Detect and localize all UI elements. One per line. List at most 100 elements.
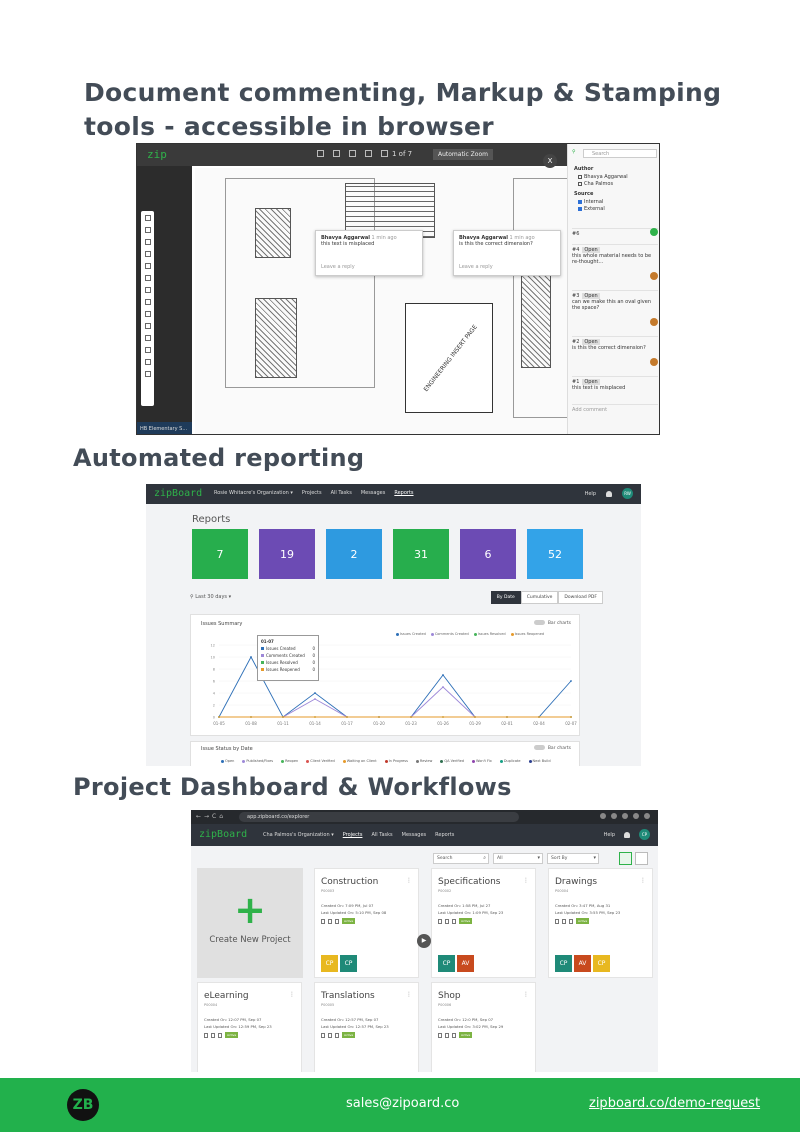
file-tab[interactable]: HB Elementary S...: [137, 422, 192, 434]
camera-icon[interactable]: [144, 323, 151, 329]
pencil-tool-icon[interactable]: [144, 251, 151, 257]
search-icon[interactable]: [349, 150, 356, 157]
bell-icon[interactable]: [606, 490, 612, 497]
legend-item[interactable]: Issues Reopened: [510, 632, 544, 636]
help-link[interactable]: Help: [603, 831, 615, 838]
more-options-icon[interactable]: ⋮: [523, 877, 529, 884]
bar-charts-toggle[interactable]: Bar charts: [533, 745, 571, 751]
nav-link[interactable]: Cha Palmos's Organization ▾: [263, 832, 334, 838]
grid-view-icon[interactable]: [619, 852, 632, 865]
text-tool-icon[interactable]: [144, 275, 151, 281]
nav-link[interactable]: All Tasks: [330, 490, 352, 496]
highlight-tool-icon[interactable]: [144, 299, 151, 305]
nav-link[interactable]: Rosie Whitacre's Organization ▾: [214, 490, 293, 496]
avatar[interactable]: CP: [321, 955, 338, 972]
avatar[interactable]: AV: [457, 955, 474, 972]
comment-popup[interactable]: Bhavya Aggarwal 1 min ago is this the co…: [453, 230, 561, 276]
comment-popup[interactable]: Bhavya Aggarwal 1 min ago this text is m…: [315, 230, 423, 276]
play-icon[interactable]: ▶: [417, 934, 431, 948]
panel-search-input[interactable]: Search: [583, 149, 657, 158]
extension-icon[interactable]: [644, 813, 650, 819]
stat-card[interactable]: 2: [326, 529, 382, 579]
more-options-icon[interactable]: ⋮: [406, 991, 412, 998]
more-options-icon[interactable]: ⋮: [640, 877, 646, 884]
avatar[interactable]: CP: [340, 955, 357, 972]
bar-charts-toggle[interactable]: Bar charts: [533, 620, 571, 626]
hide-icon[interactable]: [144, 311, 151, 317]
date-range-select[interactable]: ⚲ Last 30 days ▾: [190, 594, 232, 600]
comment-list-item[interactable]: #6: [572, 228, 658, 237]
demo-request-link[interactable]: zipboard.co/demo-request: [589, 1096, 761, 1111]
print-icon[interactable]: [333, 150, 340, 157]
project-filter-select[interactable]: All: [493, 853, 543, 864]
nav-link[interactable]: Messages: [401, 832, 427, 838]
select-tool-icon[interactable]: [144, 215, 151, 221]
extension-icon[interactable]: [600, 813, 606, 819]
nav-link[interactable]: All Tasks: [371, 832, 393, 838]
view-mode-button[interactable]: Download PDF: [558, 591, 603, 604]
avatar[interactable]: CP: [593, 955, 610, 972]
legend-item[interactable]: Review: [415, 759, 432, 763]
help-link[interactable]: Help: [584, 490, 596, 497]
engineering-stamp[interactable]: ENGINEERING INSERT PAGE: [405, 303, 493, 413]
legend-item[interactable]: Issues Resolved: [473, 632, 506, 636]
source-option[interactable]: Internal: [578, 199, 603, 205]
settings-icon[interactable]: [144, 359, 151, 365]
filter-icon[interactable]: ⚲: [572, 149, 576, 155]
more-options-icon[interactable]: ⋮: [289, 991, 295, 998]
stat-card[interactable]: 6: [460, 529, 516, 579]
author-option[interactable]: Bhavya Aggarwal: [578, 174, 628, 180]
avatar[interactable]: CP: [555, 955, 572, 972]
bell-icon[interactable]: [624, 831, 630, 838]
zipboard-logo[interactable]: zipBoard: [154, 488, 203, 499]
close-icon[interactable]: X: [543, 154, 557, 168]
legend-item[interactable]: Open: [221, 759, 234, 763]
pen-tool-icon[interactable]: [144, 239, 151, 245]
address-bar[interactable]: app.zipboard.co/explorer: [239, 812, 519, 822]
reply-input[interactable]: Leave a reply: [459, 264, 493, 270]
zoom-select[interactable]: Automatic Zoom: [433, 149, 493, 160]
stat-card[interactable]: 7: [192, 529, 248, 579]
more-options-icon[interactable]: ⋮: [406, 877, 412, 884]
extension-icon[interactable]: [633, 813, 639, 819]
legend-item[interactable]: Won't Fix: [471, 759, 492, 763]
nav-link[interactable]: Reports: [394, 490, 414, 496]
list-view-icon[interactable]: [635, 852, 648, 865]
more-options-icon[interactable]: ⋮: [523, 991, 529, 998]
legend-item[interactable]: QA Verified: [440, 759, 464, 763]
stat-card[interactable]: 19: [259, 529, 315, 579]
reply-input[interactable]: Leave a reply: [321, 264, 355, 270]
add-comment-input[interactable]: Add comment: [572, 404, 658, 413]
avatar[interactable]: RW: [622, 488, 633, 499]
nav-link[interactable]: Reports: [435, 832, 455, 838]
project-search-input[interactable]: Search: [433, 853, 489, 864]
legend-item[interactable]: Next Build: [528, 759, 551, 763]
extension-icon[interactable]: [622, 813, 628, 819]
rectangle-tool-icon[interactable]: [144, 227, 151, 233]
extension-icon[interactable]: [611, 813, 617, 819]
stamp-tool-icon[interactable]: [144, 347, 151, 353]
legend-item[interactable]: In Progress: [384, 759, 408, 763]
avatar[interactable]: CP: [639, 829, 650, 840]
stat-card[interactable]: 31: [393, 529, 449, 579]
page-up-icon[interactable]: [365, 150, 372, 157]
browser-nav-icons[interactable]: ←→C⌂: [196, 813, 227, 820]
eraser-tool-icon[interactable]: [144, 287, 151, 293]
sales-email-link[interactable]: sales@zipoard.co: [346, 1096, 460, 1111]
avatar[interactable]: CP: [438, 955, 455, 972]
page-down-icon[interactable]: [381, 150, 388, 157]
legend-item[interactable]: Waiting on Client: [342, 759, 377, 763]
view-mode-button[interactable]: Cumulative: [520, 591, 559, 604]
legend-item[interactable]: Duplicate: [499, 759, 521, 763]
arrow-tool-icon[interactable]: [144, 263, 151, 269]
legend-item[interactable]: Issues Created: [396, 632, 426, 636]
